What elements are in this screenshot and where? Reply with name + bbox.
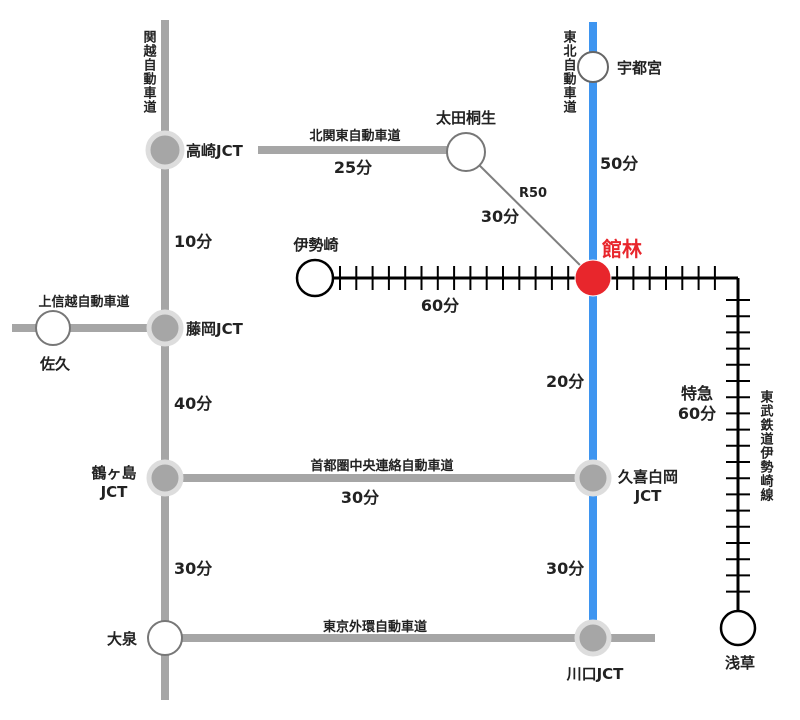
time-kuki-kawaguchi: 30分: [546, 559, 584, 578]
route50-label: R50: [519, 186, 547, 201]
tsurugashima-jct-label-line1: 鶴ヶ島: [91, 464, 136, 482]
time-fujioka-tsurugashima: 40分: [174, 394, 212, 413]
saku-node: [35, 310, 71, 346]
asakusa-label: 浅草: [725, 654, 755, 672]
tatebayashi-label: 館林: [602, 237, 642, 261]
time-ota-tatebayashi: 30分: [481, 207, 519, 226]
time-tsurugashima-kuki: 30分: [341, 488, 379, 507]
time-tsurugashima-oizumi: 30分: [174, 559, 212, 578]
oizumi-label: 大泉: [107, 630, 138, 648]
utsunomiya-node: [577, 51, 609, 83]
asakusa-node: [719, 609, 757, 647]
takasaki-jct-label: 高崎JCT: [186, 142, 244, 160]
route50-line: [465, 151, 594, 279]
kuki-shiraoka-jct-node: [574, 459, 612, 497]
time-isesaki-tatebayashi: 60分: [421, 296, 459, 315]
gaikan-road-label: 東京外環自動車道: [323, 619, 427, 635]
kuki-shiraoka-jct-label-line1: 久喜白岡: [618, 468, 678, 486]
joshinetsu-road-label: 上信越自動車道: [38, 294, 129, 310]
saku-label: 佐久: [39, 355, 71, 373]
kawaguchi-jct-node: [574, 619, 612, 657]
tatebayashi-node: [574, 259, 612, 297]
utsunomiya-label: 宇都宮: [617, 59, 662, 77]
fujioka-jct-label: 藤岡JCT: [186, 320, 244, 338]
tokkyu-time: 60分: [678, 404, 716, 423]
time-tatebayashi-kuki: 20分: [546, 372, 584, 391]
tobu-isesaki-line-label: 東武鉄道伊勢崎線: [758, 389, 775, 502]
tobu-railway: [315, 276, 740, 612]
kitakanto-road-label: 北関東自動車道: [309, 128, 400, 144]
isesaki-node: [295, 258, 335, 298]
time-tatebayashi-utsunomiya: 50分: [600, 154, 638, 173]
tokkyu-label: 特急: [681, 384, 713, 403]
kawaguchi-jct-label: 川口JCT: [566, 665, 625, 683]
tsurugashima-jct-label-line2: JCT: [100, 483, 129, 501]
time-takasaki-fujioka: 10分: [174, 232, 212, 251]
fujioka-jct-node: [146, 309, 184, 347]
time-takasaki-ota: 25分: [334, 158, 372, 177]
isesaki-label: 伊勢崎: [292, 236, 338, 254]
kuki-shiraoka-jct-label-line2: JCT: [634, 487, 663, 505]
takasaki-jct-node: [145, 130, 185, 170]
kenodo-road-label: 首都圏中央連絡自動車道: [310, 458, 453, 474]
kanetsu-road-label: 関越自動車道: [141, 30, 158, 114]
tohoku-road-label: 東北自動車道: [561, 29, 577, 114]
oizumi-node: [147, 620, 183, 656]
ota-kiryu-node: [446, 132, 486, 172]
tsurugashima-jct-node: [146, 459, 184, 497]
ota-kiryu-label: 太田桐生: [436, 109, 496, 127]
railway-ties: [339, 266, 750, 593]
